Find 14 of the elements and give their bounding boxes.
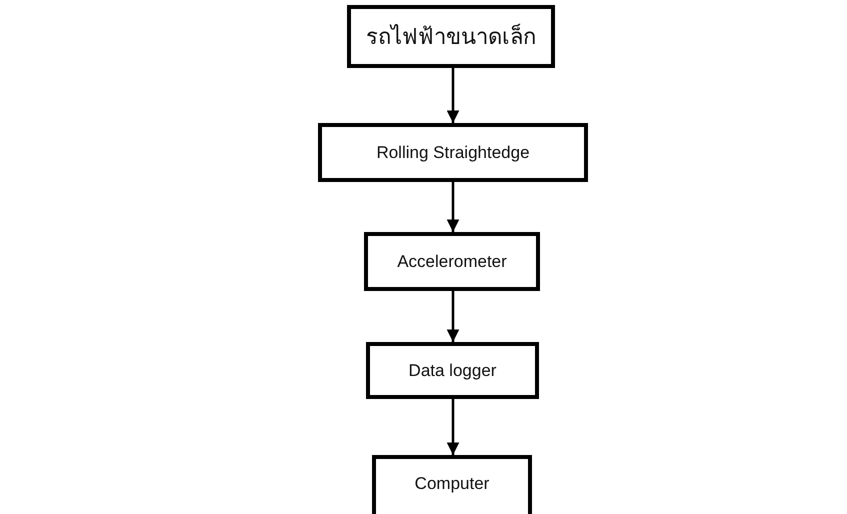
process-box [347, 5, 555, 68]
arrow [446, 399, 460, 455]
process-box [366, 342, 539, 399]
box-label: Accelerometer [397, 252, 507, 272]
process-box [318, 123, 588, 182]
arrow [446, 291, 460, 342]
box-label: รถไฟฟ้าขนาดเล็ก [366, 22, 536, 51]
arrow [446, 68, 460, 123]
box-label: Data logger [408, 360, 496, 380]
process-box [372, 455, 532, 514]
box-label: Computer [414, 474, 490, 494]
arrow [446, 182, 460, 232]
box-label: Rolling Straightedge [376, 142, 530, 162]
process-box [364, 232, 540, 291]
